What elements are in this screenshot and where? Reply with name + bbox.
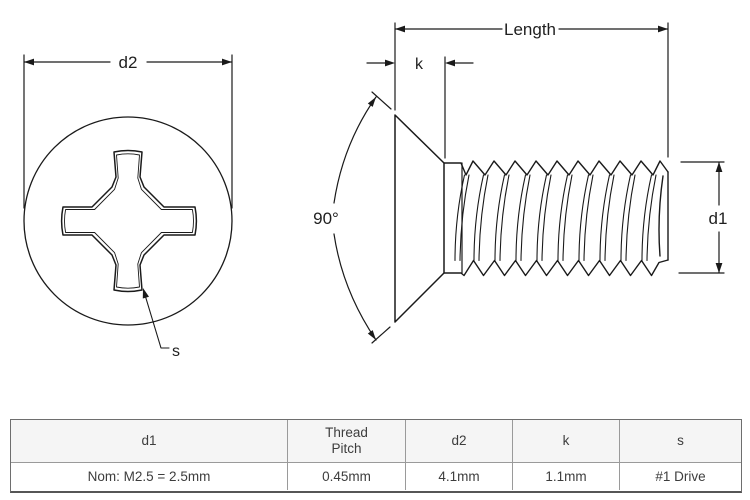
- thread-helix-lines: [454, 174, 657, 262]
- thread-top-profile: [443, 160, 669, 176]
- phillips-recess-inner: [64, 153, 194, 289]
- thread-bottom-profile: [443, 259, 669, 277]
- length-arrow-right: [658, 25, 668, 33]
- spec-header-d2: d2: [406, 420, 513, 463]
- screw-technical-drawing: d2 s Length k: [23, 20, 728, 360]
- d1-dimension-lines: [678, 161, 725, 274]
- screw-end-face: [658, 171, 669, 261]
- dimension-d1: d1: [678, 161, 728, 274]
- top-view-head: [23, 116, 233, 326]
- spec-value-d2: 4.1mm: [406, 463, 513, 490]
- angle-arrow-bottom: [367, 330, 376, 340]
- spec-table: d1 Thread Pitch d2 k s Nom: M2.5 = 2.5mm…: [10, 419, 742, 493]
- spec-header-k: k: [513, 420, 620, 463]
- head-outline-circle: [23, 116, 233, 326]
- d1-arrow-up: [715, 162, 723, 172]
- spec-header-d1: d1: [11, 420, 288, 463]
- spec-value-s: #1 Drive: [620, 463, 741, 490]
- angle-extension-slashes: [371, 91, 392, 344]
- side-view-screw: [394, 114, 669, 323]
- dimension-angle-90: 90°: [313, 91, 392, 344]
- k-arrow-left-pointing: [445, 59, 455, 67]
- angle-arc: [333, 96, 377, 341]
- spec-value-k: 1.1mm: [513, 463, 620, 490]
- s-leader-arrow: [142, 288, 149, 299]
- dimension-d2: d2: [23, 53, 233, 209]
- d1-arrow-down: [715, 263, 723, 273]
- spec-header-s: s: [620, 420, 741, 463]
- d2-arrow-right: [222, 58, 232, 66]
- k-label: k: [415, 56, 424, 73]
- angle-arrow-top: [367, 97, 376, 107]
- k-arrow-right-pointing: [385, 59, 395, 67]
- spec-header-thread-pitch: Thread Pitch: [288, 420, 406, 463]
- head-side-outline: [394, 114, 445, 323]
- spec-value-thread-pitch: 0.45mm: [288, 463, 406, 490]
- angle-label: 90°: [313, 209, 339, 228]
- length-dimension-lines: [394, 22, 669, 158]
- length-arrow-left: [395, 25, 405, 33]
- leader-s: s: [142, 288, 180, 360]
- spec-value-d1: Nom: M2.5 = 2.5mm: [11, 463, 288, 490]
- d2-dimension-lines: [23, 54, 233, 209]
- dimension-k: k: [366, 56, 474, 159]
- s-label: s: [172, 343, 180, 360]
- d2-label: d2: [119, 53, 138, 72]
- dimension-length: Length: [394, 20, 669, 158]
- d1-label: d1: [709, 209, 728, 228]
- s-leader-line: [144, 294, 170, 349]
- k-dimension-lines: [366, 56, 474, 159]
- phillips-recess-outer: [60, 149, 198, 293]
- d2-arrow-left: [24, 58, 34, 66]
- length-label: Length: [504, 20, 556, 39]
